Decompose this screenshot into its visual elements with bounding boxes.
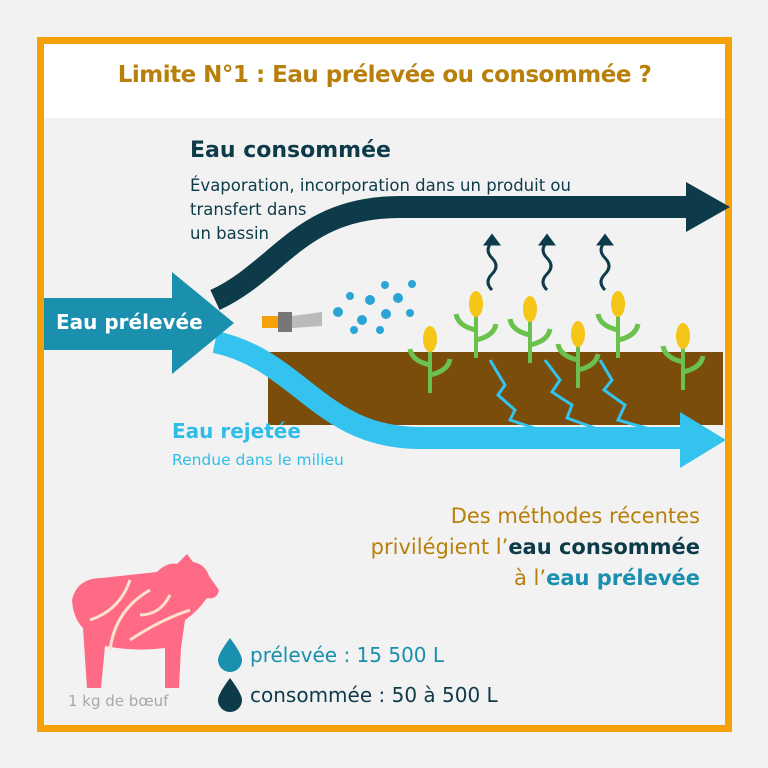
consumed-desc-line-1: Évaporation, incorporation dans un produ… bbox=[190, 176, 571, 195]
consumed-arrow-head bbox=[686, 182, 730, 232]
water-droplets bbox=[333, 280, 416, 334]
rejected-description: Rendue dans le milieu bbox=[172, 451, 344, 469]
consumed-arrow bbox=[210, 196, 690, 310]
consumed-drop-icon bbox=[218, 678, 242, 712]
header-band bbox=[44, 44, 725, 118]
conclusion-line-3-prefix: à l’ bbox=[514, 566, 547, 590]
rejected-arrow bbox=[212, 331, 685, 449]
withdrawn-arrow-body bbox=[44, 298, 178, 350]
hose-icon bbox=[262, 312, 322, 332]
withdrawn-stat: prélevée : 15 500 L bbox=[250, 643, 445, 667]
withdrawn-label: Eau prélevée bbox=[56, 310, 203, 334]
page-title: Limite N°1 : Eau prélevée ou consommée ? bbox=[117, 62, 652, 88]
conclusion-withdrawn-emphasis: eau prélevée bbox=[546, 566, 700, 590]
rejected-arrow-head bbox=[680, 412, 726, 468]
consumed-desc-line-2: transfert dans bbox=[190, 200, 307, 219]
consumed-desc-line-3: un bassin bbox=[190, 224, 269, 243]
cow-icon bbox=[72, 554, 219, 688]
consumed-heading: Eau consommée bbox=[190, 138, 391, 163]
withdrawn-drop-icon bbox=[218, 638, 242, 672]
conclusion-line-2: privilégient l’eau consommée bbox=[371, 535, 700, 559]
evaporation-icons bbox=[483, 233, 614, 292]
conclusion-line-1: Des méthodes récentes bbox=[450, 504, 700, 528]
conclusion-line-3: à l’eau prélevée bbox=[514, 566, 700, 590]
rejected-heading: Eau rejetée bbox=[172, 419, 301, 443]
corn-plants bbox=[407, 291, 706, 393]
conclusion-consumed-emphasis: eau consommée bbox=[508, 535, 700, 559]
infiltration-zigzags bbox=[488, 359, 661, 434]
beef-label: 1 kg de bœuf bbox=[68, 692, 169, 710]
conclusion-line-2-prefix: privilégient l’ bbox=[370, 535, 509, 559]
consumed-stat: consommée : 50 à 500 L bbox=[250, 683, 498, 707]
withdrawn-arrow-head bbox=[172, 272, 234, 374]
